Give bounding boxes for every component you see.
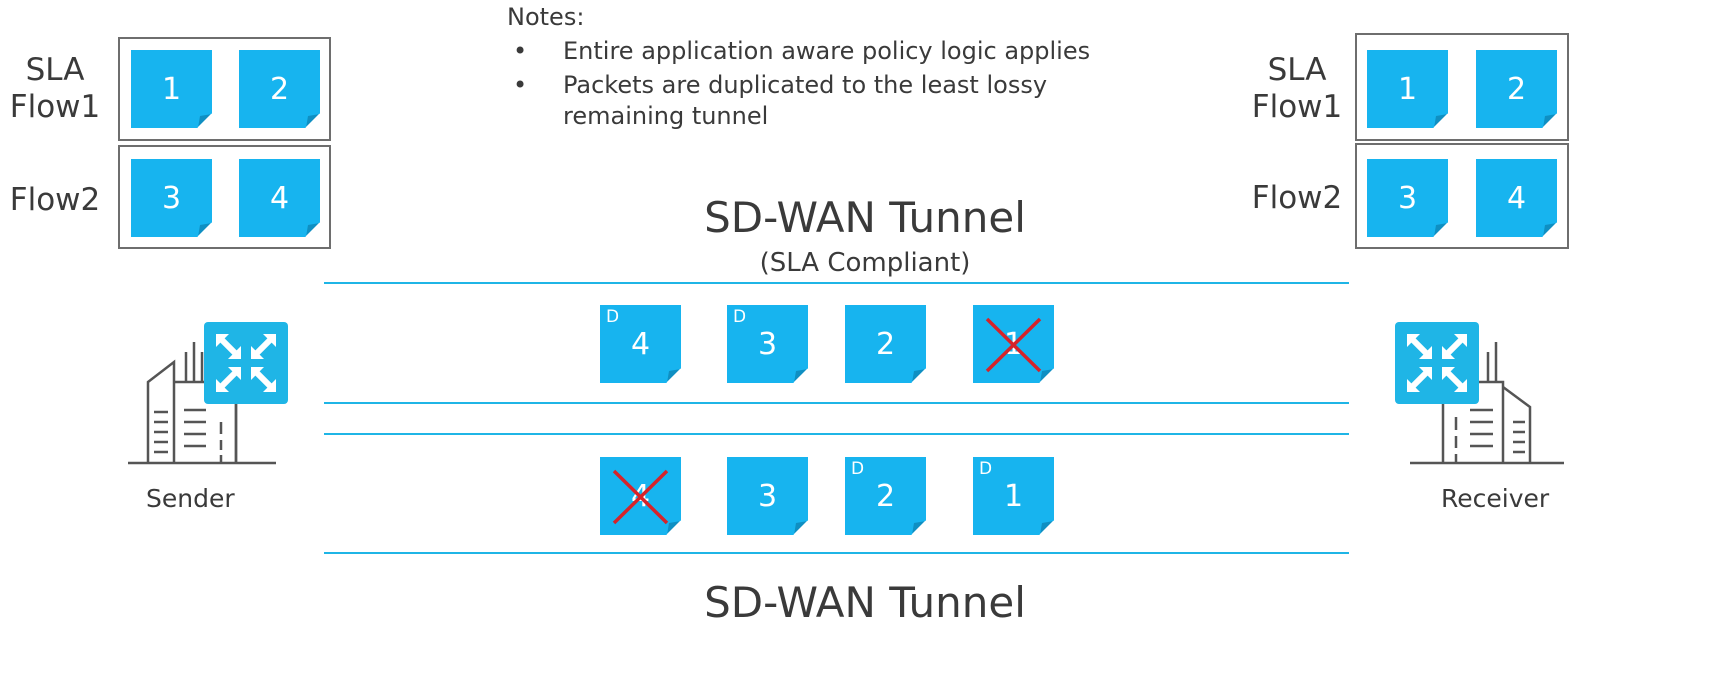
tunnel-top-lower-line [324, 402, 1349, 404]
packet-number: 2 [269, 71, 290, 107]
tunnel-top-subtitle: (SLA Compliant) [759, 248, 971, 278]
packet-number: 1 [161, 71, 182, 107]
packet-number: 3 [161, 180, 182, 216]
receiver-router-icon [1395, 322, 1479, 404]
duplicate-marker: D [851, 459, 865, 479]
packet: 2 [1476, 50, 1557, 128]
tunnel-packet: 3 [727, 457, 808, 535]
packet-number: 3 [757, 326, 778, 362]
duplicate-marker: D [733, 307, 747, 327]
packet: 4 [239, 159, 320, 237]
packet-number: 4 [269, 180, 290, 216]
tunnel-bottom-title: SD-WAN Tunnel [704, 578, 1026, 627]
note-item: Entire application aware policy logic ap… [507, 36, 1147, 67]
packet: 4 [1476, 159, 1557, 237]
tunnel-packet: 2 [845, 305, 926, 383]
tunnel-bottom-lower-line [324, 552, 1349, 554]
receiver-label: Receiver [1441, 484, 1550, 513]
sender-label: Sender [146, 484, 235, 513]
tunnel-packet: 4 [600, 457, 681, 535]
packet-number: 4 [1506, 180, 1527, 216]
packet-number: 3 [1397, 180, 1418, 216]
packet-number: 4 [630, 326, 651, 362]
notes: Notes: Entire application aware policy l… [507, 2, 1147, 132]
notes-heading: Notes: [507, 3, 585, 31]
receiver-sla-flow1-label: SLA Flow1 [1251, 52, 1343, 125]
note-item: Packets are duplicated to the least loss… [507, 70, 1103, 132]
packet: 3 [131, 159, 212, 237]
duplicate-marker: D [606, 307, 620, 327]
packet-number: 2 [1506, 71, 1527, 107]
duplicate-marker: D [979, 459, 993, 479]
packet-number: 2 [875, 326, 896, 362]
tunnel-top-title: SD-WAN Tunnel [704, 193, 1026, 242]
packet-number: 2 [875, 478, 896, 514]
sender-sla-flow1-label: SLA Flow1 [9, 52, 101, 125]
packet-number: 1 [1003, 478, 1024, 514]
packet-number: 3 [757, 478, 778, 514]
sender-router-icon [204, 322, 288, 404]
packet: 1 [131, 50, 212, 128]
packet: 1 [1367, 50, 1448, 128]
packet-number: 1 [1397, 71, 1418, 107]
tunnel-top-upper-line [324, 282, 1349, 284]
tunnel-packet: 1 [973, 305, 1054, 383]
sender-flow2-label: Flow2 [9, 182, 101, 218]
packet: 2 [239, 50, 320, 128]
tunnel-bottom-upper-line [324, 433, 1349, 435]
packet: 3 [1367, 159, 1448, 237]
receiver-flow2-label: Flow2 [1251, 180, 1343, 216]
